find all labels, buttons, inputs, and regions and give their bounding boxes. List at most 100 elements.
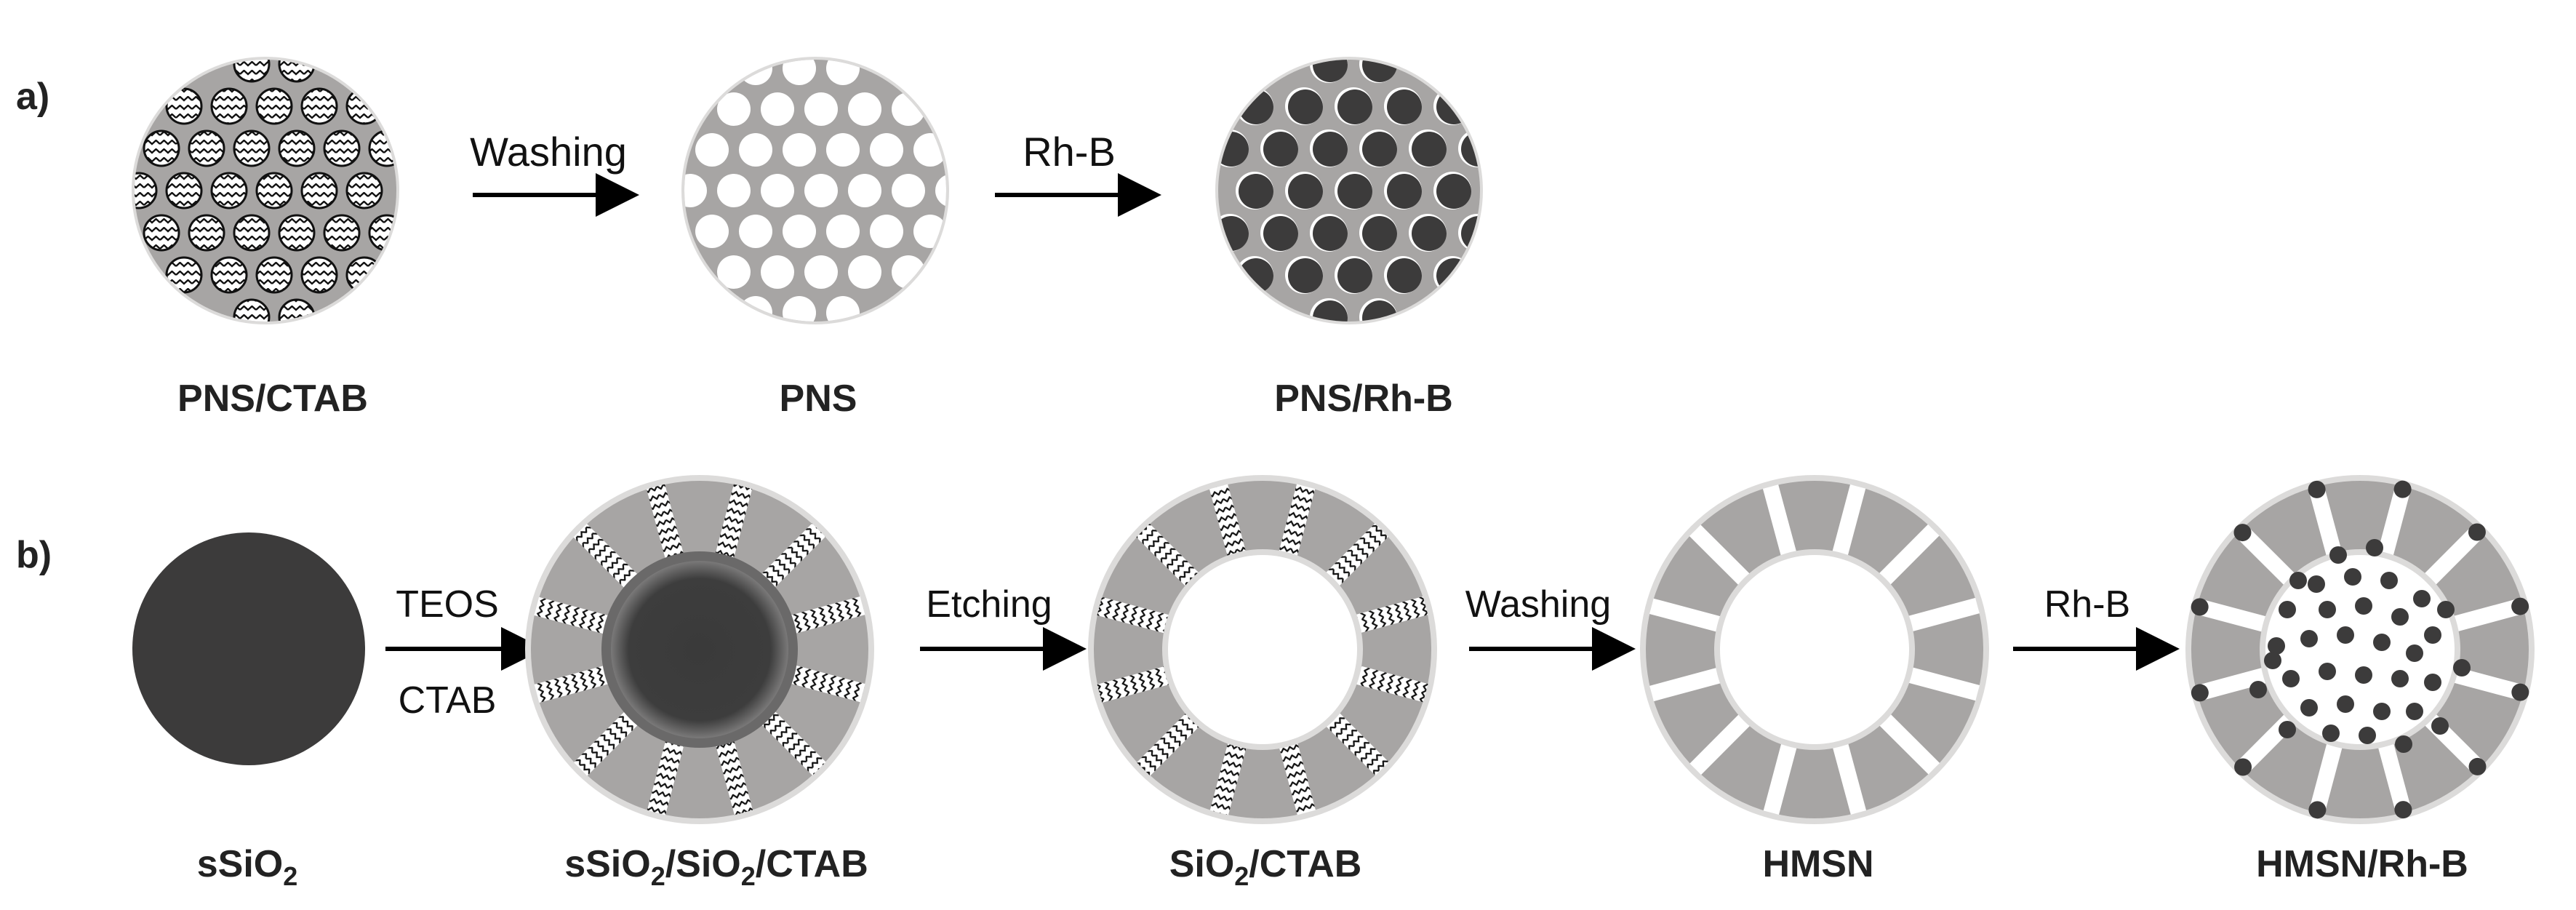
empty-pore [783, 215, 816, 248]
rhb-dot [2319, 663, 2336, 680]
dye-pore [1313, 216, 1348, 251]
dye-pore [1263, 216, 1298, 251]
rhb-dot [2329, 546, 2347, 564]
rhb-dot [2391, 608, 2409, 626]
ctab-pore [143, 214, 180, 252]
rhb-dye-molecules [2191, 480, 2529, 819]
etching-label: Etching [926, 583, 1052, 626]
hmsn-rhb-particle [2185, 475, 2535, 824]
mesopore-channel [2308, 738, 2344, 815]
rhb-dot [2308, 575, 2325, 593]
ctab-pore [188, 214, 225, 252]
empty-pore [761, 92, 794, 126]
dye-pore [1412, 132, 1447, 167]
ctab-pore [345, 172, 383, 209]
empty-pore [717, 174, 751, 207]
pns-label: PNS [780, 378, 857, 420]
empty-pore [684, 174, 707, 207]
mesopore-channel [1322, 523, 1388, 590]
ctab-pore [323, 214, 361, 252]
pns-ctab-particle [132, 57, 399, 324]
mesopore-channel [2449, 597, 2525, 633]
mesopore-channel [1277, 484, 1316, 561]
empty-pore [783, 60, 816, 85]
dye-loaded-pores [1218, 60, 1480, 322]
empty-pore [848, 255, 881, 289]
mesopore-channel [1136, 524, 1203, 590]
rhb-dot [2393, 480, 2412, 498]
empty-pore [783, 133, 816, 167]
pns-rhb-label: PNS/Rh-B [1274, 378, 1453, 420]
dye-pore [1436, 258, 1471, 293]
mesopore-channel [2234, 524, 2299, 589]
rhb-dot [2191, 684, 2209, 702]
empty-pore [695, 133, 729, 167]
mesopore-channel [646, 484, 684, 561]
mesopore-channel [788, 664, 865, 703]
rhb-dot [2468, 757, 2487, 775]
rhb-dot [2394, 801, 2412, 819]
rhb-dot [2264, 652, 2281, 669]
ssio2-core [132, 532, 365, 765]
ctab-pore [233, 60, 271, 83]
ctab-pore [143, 129, 180, 167]
rhb-dot [2431, 717, 2449, 735]
empty-pore [804, 92, 838, 126]
mesopore-channel [1831, 738, 1867, 815]
empty-pore [761, 174, 794, 207]
rhb-dot [2355, 597, 2372, 615]
ctab-channel-plugs [534, 484, 865, 815]
dye-pore [1337, 258, 1372, 293]
rhb-dot [2300, 699, 2318, 717]
dye-pore [1362, 216, 1397, 251]
mesopore-channel [2308, 484, 2343, 561]
empty-pore [826, 296, 860, 322]
hmsn-label: HMSN [1762, 843, 1873, 885]
rhb-dot [2406, 703, 2423, 720]
mesopore-channel [715, 738, 753, 815]
sio2-ctab-label: SiO2/CTAB [1169, 843, 1362, 891]
ctab-pore [255, 256, 293, 294]
empty-pore [848, 92, 881, 126]
mesopore-channel [534, 665, 611, 703]
dye-pore [1313, 300, 1348, 322]
dye-pore [1436, 174, 1471, 209]
empty-pore [826, 215, 860, 248]
dye-pore [1313, 60, 1348, 82]
dye-pore [1239, 174, 1273, 209]
dye-pore [1239, 258, 1273, 293]
rhb-dot [2355, 666, 2372, 684]
empty-pore [783, 296, 816, 322]
mesopore-channel [714, 484, 753, 561]
empty-pore [695, 215, 729, 248]
empty-pore [739, 133, 772, 167]
rhb-dot [2406, 644, 2423, 662]
rhb-dot [2344, 568, 2361, 586]
pns-rhb-particle [1215, 57, 1483, 324]
rhb-dot [2373, 634, 2391, 651]
pns-ctab-label: PNS/CTAB [177, 378, 368, 420]
rhb-dot [2319, 601, 2336, 618]
mesopore-channel [788, 596, 865, 634]
rhb-dot [2322, 725, 2340, 742]
dye-pore [1362, 300, 1397, 322]
rhb-label-b: Rh-B [2044, 583, 2130, 626]
ctab-pore [278, 129, 316, 167]
dye-pore [1362, 132, 1397, 167]
mesopore-channel [1209, 738, 1248, 815]
mesopore-channel [1209, 484, 1247, 561]
mesopore-channel [1903, 666, 1980, 701]
washing-step-label: Washing [470, 129, 627, 175]
dye-pore [1412, 216, 1447, 251]
washing-label-b: Washing [1465, 583, 1611, 626]
mesopore-channel [1322, 709, 1389, 775]
empty-pore [826, 133, 860, 167]
mesopore-channel [574, 709, 640, 776]
mesopore-channel [1649, 598, 1726, 634]
ctab-pore [135, 172, 158, 209]
empty-pore [717, 255, 751, 289]
ctab-pore [165, 256, 203, 294]
panel-b-tag: b) [16, 534, 52, 576]
empty-pore [804, 174, 838, 207]
